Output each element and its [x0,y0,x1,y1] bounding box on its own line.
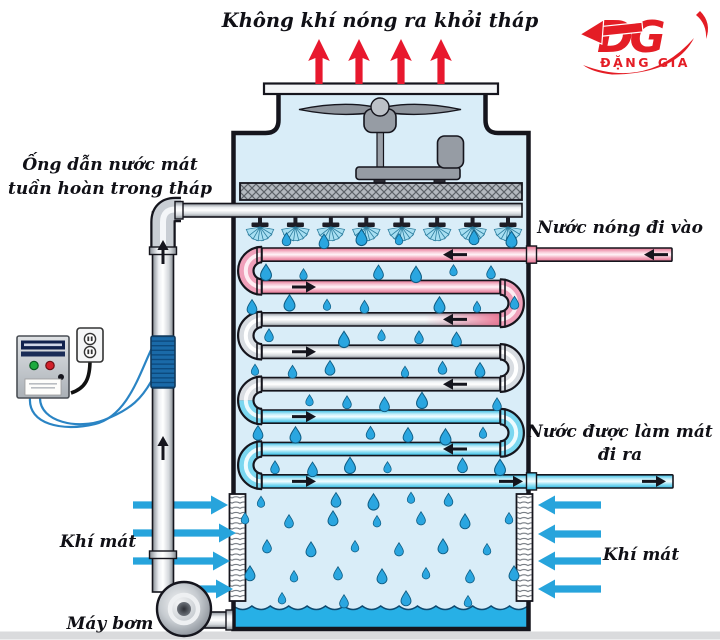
cool-air-arrow-icon [538,551,601,571]
louver-left [228,493,247,602]
coil-pipe-row [261,279,501,295]
gearbox-icon [355,166,461,181]
logo-company-name: ĐẶNG GIA [600,55,690,70]
power-cord [70,359,92,395]
controller-box-icon [16,335,70,399]
louver-right [515,493,534,602]
spray-header-pipe [177,202,523,218]
ground-strip [0,631,720,640]
logo-swoosh [696,11,708,39]
signal-wire [38,379,153,426]
drift-eliminator [239,182,523,201]
signal-wire [28,347,153,428]
cool-air-arrow-icon [538,579,601,599]
coil-pipe-row [261,344,501,360]
cool-air-arrow-icon [133,495,228,515]
pump-icon [155,580,235,638]
water-treatment-device [16,327,176,428]
button-icon [58,374,64,380]
cool-air-arrow-icon [538,495,601,515]
circulation-pipe-label-line2: tuần hoàn trong tháp [8,179,212,199]
coil-pipe-row [261,441,501,457]
logo-arrow-icon [578,18,644,45]
cool-air-arrow-icon [133,523,236,543]
basin-water [232,604,530,629]
hot-air-arrow-icon [390,39,412,84]
cool-air-right-label: Khí mát [602,545,680,565]
circulation-pipe-label-line1: Ống dẫn nước mát [22,152,197,175]
red-led-icon [45,360,55,371]
cool-air-arrow-icon [133,551,230,571]
cool-air-arrow-icon [190,579,233,599]
descaler-coil-icon [150,335,176,389]
coil-pipe-row [261,247,673,262]
cooled-water-out-label-line2: đi ra [598,445,642,465]
coil-pipe-row [261,376,501,392]
logo-monogram: DG [597,12,665,63]
heat-exchange-coil [237,245,674,491]
power-outlet-icon [76,327,104,363]
hot-water-in-label: Nước nóng đi vào [536,218,703,238]
fan-deck-rim [262,82,500,96]
company-logo: DG ĐẶNG GIA [578,11,708,75]
green-led-icon [29,360,39,371]
coil-pipe-row [261,473,674,489]
cool-air-left-label: Khí mát [59,532,137,552]
cool-air-arrows-right [538,495,601,599]
circulation-pipe [148,196,523,593]
hot-air-arrows [308,39,452,84]
tower-interior [233,94,529,628]
pipe-collar [148,550,178,560]
cool-air-arrows-left [133,495,236,599]
hot-air-arrow-icon [308,39,330,84]
motor-icon [436,135,465,169]
cool-air-arrow-icon [538,524,601,544]
hot-air-arrow-icon [430,39,452,84]
hot-air-arrow-icon [348,39,370,84]
fan-assembly-icon [298,97,465,185]
tower-wall [231,94,531,632]
title-label: Không khí nóng ra khỏi tháp [221,8,539,32]
pump-label: Máy bơm [66,614,154,634]
fan-hub-icon [370,97,390,117]
cooled-water-out-label-line1: Nước được làm mát [526,422,713,442]
